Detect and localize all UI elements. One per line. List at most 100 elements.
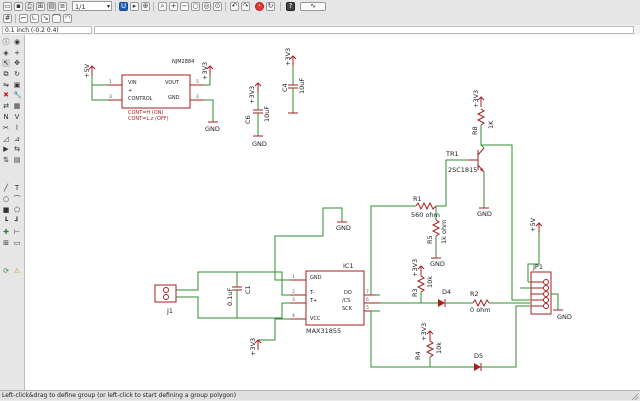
- open-file-icon[interactable]: ▭: [3, 2, 12, 11]
- ic1-pin-number-7: 7: [366, 289, 369, 295]
- pinswap-icon[interactable]: ⇅: [3, 156, 9, 164]
- design-link-icon[interactable]: ⊕: [141, 2, 150, 11]
- show-icon[interactable]: ◉: [13, 38, 21, 46]
- wire-style-icon[interactable]: ↘: [41, 14, 50, 23]
- circle-icon[interactable]: ○: [2, 195, 10, 203]
- schematic-canvas[interactable]: .w{stroke:#2f8f2f;stroke-width:1;fill:no…: [25, 35, 640, 390]
- frame-icon[interactable]: ▭: [13, 239, 21, 247]
- script-icon[interactable]: ≡: [58, 2, 67, 11]
- zoom-select-icon[interactable]: ◎: [202, 2, 211, 11]
- zoom-fit-icon[interactable]: ⌕: [158, 2, 167, 11]
- bus-icon[interactable]: ┗: [3, 217, 9, 225]
- gnd-symbol-ic1: GND: [336, 221, 351, 232]
- move-icon[interactable]: ✥: [14, 59, 20, 67]
- run-icon[interactable]: ▸: [130, 2, 139, 11]
- ic1-pin-tplus: T+: [309, 298, 317, 304]
- zoom-in-icon[interactable]: +: [169, 2, 178, 11]
- go-icon[interactable]: ↻: [266, 2, 275, 11]
- smash-icon[interactable]: ✂: [3, 124, 9, 132]
- resistor-r4[interactable]: R4 10k: [414, 340, 443, 360]
- wire-bend-alt-icon[interactable]: ∟: [30, 14, 39, 23]
- print-icon[interactable]: ⎙: [25, 2, 34, 11]
- ic-max31855[interactable]: IC1 MAX31855 GND T- T+ VCC DO /CS SCK 1 …: [290, 262, 380, 335]
- mirror-icon[interactable]: ⇋: [3, 81, 9, 89]
- grid-icon[interactable]: #: [3, 14, 12, 23]
- tr1-name: TR1: [445, 150, 459, 158]
- tool-palette: ⓘ ◉ ◈ + ↖ ✥ ⧉ ↻ ⇋ ▣ ✖ 🔧 ⇄ ▦ N V ✂ ⌇ ◿ ⊿ …: [0, 35, 25, 390]
- c4-name: C4: [281, 83, 289, 92]
- rotate-icon[interactable]: ↻: [14, 70, 20, 78]
- ic1-pin-cs: /CS: [342, 298, 350, 304]
- copy-icon[interactable]: ⧉: [3, 70, 9, 78]
- transistor-tr1[interactable]: TR1 2SC1815: [445, 147, 485, 174]
- command-input[interactable]: [94, 26, 634, 34]
- zoom-last-icon[interactable]: ⊙: [213, 2, 222, 11]
- power-symbol-5v-regulator: +5V: [83, 63, 96, 78]
- capacitor-c6[interactable]: +3V3 GND C6 10uF: [244, 82, 271, 148]
- change-icon[interactable]: 🔧: [13, 91, 22, 99]
- j1-name: J1: [166, 307, 173, 315]
- help-icon[interactable]: ?: [286, 2, 295, 11]
- zoom-out-icon[interactable]: −: [180, 2, 189, 11]
- r4-name: R4: [414, 351, 422, 360]
- gnd-label-ic1: GND: [336, 224, 351, 232]
- arc-icon[interactable]: ⌒: [13, 195, 21, 203]
- zoom-redraw-icon[interactable]: ○: [191, 2, 200, 11]
- polygon-icon[interactable]: ⬠: [13, 206, 21, 214]
- split-icon[interactable]: ⌇: [15, 124, 19, 132]
- errors-icon[interactable]: ⚠: [13, 267, 21, 275]
- net-icon[interactable]: ┛: [14, 217, 20, 225]
- info-icon[interactable]: ⓘ: [2, 38, 10, 46]
- r5-value: 1k ohm: [440, 220, 448, 244]
- display-icon[interactable]: ◈: [3, 49, 9, 57]
- capacitor-c1[interactable]: 0.1uF C1: [226, 272, 252, 318]
- redo-icon[interactable]: ↷: [241, 2, 250, 11]
- ulp-icon[interactable]: U: [119, 2, 128, 11]
- diode-d5[interactable]: D5: [474, 352, 483, 371]
- resistor-r2[interactable]: R2 0 ohm: [470, 290, 491, 314]
- save-icon[interactable]: ▪: [14, 2, 23, 11]
- name-icon[interactable]: N: [3, 113, 9, 121]
- text-icon[interactable]: T: [14, 184, 20, 192]
- connector-j1[interactable]: J1: [154, 284, 177, 315]
- add-part-icon[interactable]: ⊞: [3, 239, 9, 247]
- wire-curve-icon[interactable]: ⌒: [52, 14, 61, 23]
- invoke-icon[interactable]: ▶: [3, 145, 9, 153]
- erc-icon[interactable]: ⟳: [3, 267, 9, 275]
- resistor-r3[interactable]: R3 10k: [411, 275, 434, 297]
- undo-icon[interactable]: ↶: [230, 2, 239, 11]
- value-icon[interactable]: V: [14, 113, 20, 121]
- diode-d4[interactable]: D4: [438, 288, 451, 307]
- replace-icon[interactable]: ⇄: [3, 102, 9, 110]
- cam-processor-icon[interactable]: ⊞: [36, 2, 45, 11]
- resize-grip-icon[interactable]: [630, 392, 638, 400]
- header-jp1[interactable]: JP1: [530, 263, 552, 315]
- paste-icon[interactable]: ▦: [13, 102, 21, 110]
- board-icon[interactable]: ▤: [47, 2, 56, 11]
- label-icon[interactable]: ⊢: [13, 228, 21, 236]
- select-arrow-icon[interactable]: ↖: [2, 59, 10, 67]
- mark-icon[interactable]: +: [14, 49, 20, 57]
- resistor-r1[interactable]: R1 560 ohm: [411, 195, 440, 219]
- schematic-drawing: .w{stroke:#2f8f2f;stroke-width:1;fill:no…: [83, 48, 572, 371]
- junction-icon[interactable]: ✚: [3, 228, 9, 236]
- wire-bend-icon[interactable]: ⌐: [19, 14, 28, 23]
- miter-icon[interactable]: ◿: [3, 135, 9, 143]
- capacitor-c4[interactable]: +3V3 C4 10uF: [281, 48, 306, 114]
- wire-arc-icon[interactable]: ◠: [63, 14, 72, 23]
- optimize-icon[interactable]: ⊿: [14, 135, 20, 143]
- sheet-select[interactable]: 1/1▾: [72, 1, 112, 11]
- design-check-icon[interactable]: ∿: [300, 2, 326, 11]
- regulator-pin-1: 1: [109, 79, 112, 85]
- gateswap-icon[interactable]: ⇆: [14, 145, 20, 153]
- group-icon[interactable]: ▣: [13, 81, 21, 89]
- delete-icon[interactable]: ✖: [3, 91, 9, 99]
- resistor-r5[interactable]: R5 1k ohm: [426, 219, 448, 244]
- c1-value: 0.1uF: [226, 288, 234, 306]
- stop-icon[interactable]: •: [255, 2, 264, 11]
- rect-icon[interactable]: ■: [2, 206, 10, 214]
- attribute-icon[interactable]: ▤: [13, 156, 21, 164]
- resistor-r8[interactable]: +3V3 R8 1K: [471, 90, 495, 135]
- regulator-njm2884[interactable]: NJM2884 VIN + CONTROL VOUT GND CONT=H (O…: [108, 59, 204, 122]
- wire-icon[interactable]: ╱: [3, 184, 9, 192]
